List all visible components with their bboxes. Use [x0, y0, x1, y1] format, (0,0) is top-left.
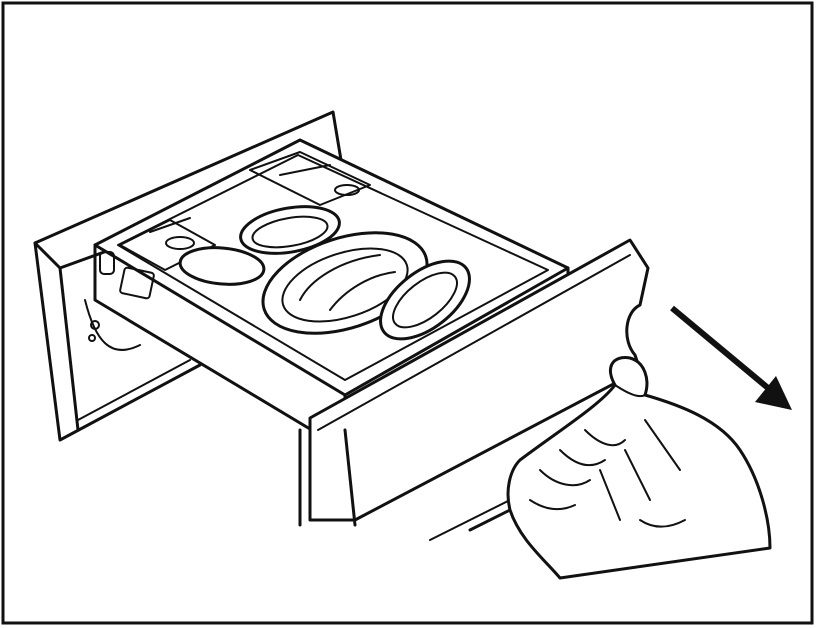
- hand-icon: [506, 356, 772, 580]
- detergent-drawer-icon: [33, 110, 650, 541]
- pull-direction-arrow-icon: [670, 305, 792, 410]
